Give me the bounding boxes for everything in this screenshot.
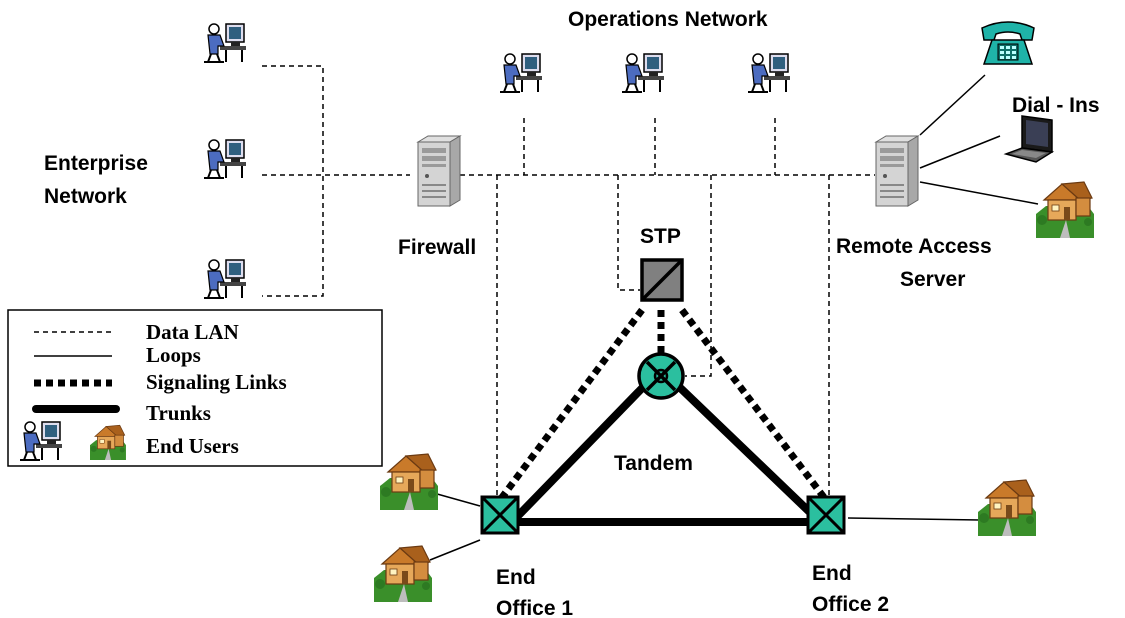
- signaling-links: [497, 307, 829, 503]
- enterprise-lan-top: [262, 65, 324, 297]
- enterprise-workstation-2-icon: [203, 137, 249, 179]
- loop-house-left-2: [429, 539, 481, 561]
- house-end-office-1-bottom-icon: [373, 545, 433, 603]
- legend-data-lan-label: Data LAN: [146, 320, 239, 344]
- loop-house-right: [919, 181, 1039, 205]
- enterprise-workstation-3-icon: [203, 257, 249, 299]
- remote-access-label-line1: Remote Access: [836, 235, 992, 258]
- tandem-label: Tandem: [614, 452, 693, 475]
- remote-access-label-line2: Server: [900, 268, 965, 291]
- end-office-2-label-line1: End: [812, 562, 852, 585]
- enterprise-network-label-line2: Network: [44, 185, 127, 208]
- loop-house-left-1: [429, 491, 481, 507]
- operations-workstation-2-icon: [621, 51, 667, 93]
- loop-links: [429, 74, 1039, 561]
- trunk-tandem-eo1: [508, 376, 654, 526]
- firewall-server-icon: [417, 135, 461, 207]
- end-office-2-label-line2: Office 2: [812, 593, 889, 616]
- end-office-2-node: [806, 495, 846, 535]
- legend: Data LAN Loops Signaling Links Trunks En…: [7, 309, 383, 467]
- enterprise-network-label-line1: Enterprise: [44, 152, 148, 175]
- operations-workstation-3-icon: [747, 51, 793, 93]
- operations-network-label: Operations Network: [568, 8, 768, 31]
- lan-to-tandem: [685, 175, 712, 377]
- legend-signaling-label: Signaling Links: [146, 370, 287, 394]
- trunk-links: [508, 376, 824, 526]
- tandem-node: [637, 352, 685, 400]
- lan-to-stp: [617, 175, 640, 291]
- firewall-label: Firewall: [398, 236, 476, 259]
- signaling-stp-eo2: [679, 307, 829, 503]
- loop-phone: [919, 74, 986, 136]
- loop-house-right-2: [847, 517, 981, 521]
- loop-laptop: [919, 135, 1001, 169]
- stp-node: [640, 258, 684, 302]
- legend-loops-label: Loops: [146, 343, 201, 367]
- house-end-office-1-top-icon: [379, 453, 439, 511]
- operations-workstation-1-icon: [499, 51, 545, 93]
- trunk-tandem-eo2: [668, 376, 824, 526]
- legend-workstation-icon: [19, 419, 65, 461]
- end-office-1-label-line2: Office 1: [496, 597, 573, 618]
- enterprise-workstation-1-icon: [203, 21, 249, 63]
- remote-access-server-icon: [875, 135, 919, 207]
- house-remote-icon: [1035, 181, 1095, 239]
- laptop-icon: [1003, 115, 1055, 163]
- data-lan-links: [262, 65, 875, 495]
- legend-box: [7, 309, 383, 467]
- legend-trunks-label: Trunks: [146, 401, 211, 425]
- dial-ins-label: Dial - Ins: [1012, 94, 1100, 117]
- signaling-stp-eo1: [497, 307, 645, 503]
- end-office-1-node: [480, 495, 520, 535]
- house-end-office-2-icon: [977, 479, 1037, 537]
- legend-end-users-label: End Users: [146, 434, 239, 458]
- end-office-1-label-line1: End: [496, 566, 536, 589]
- telephone-icon: [981, 21, 1035, 65]
- stp-label: STP: [640, 225, 681, 248]
